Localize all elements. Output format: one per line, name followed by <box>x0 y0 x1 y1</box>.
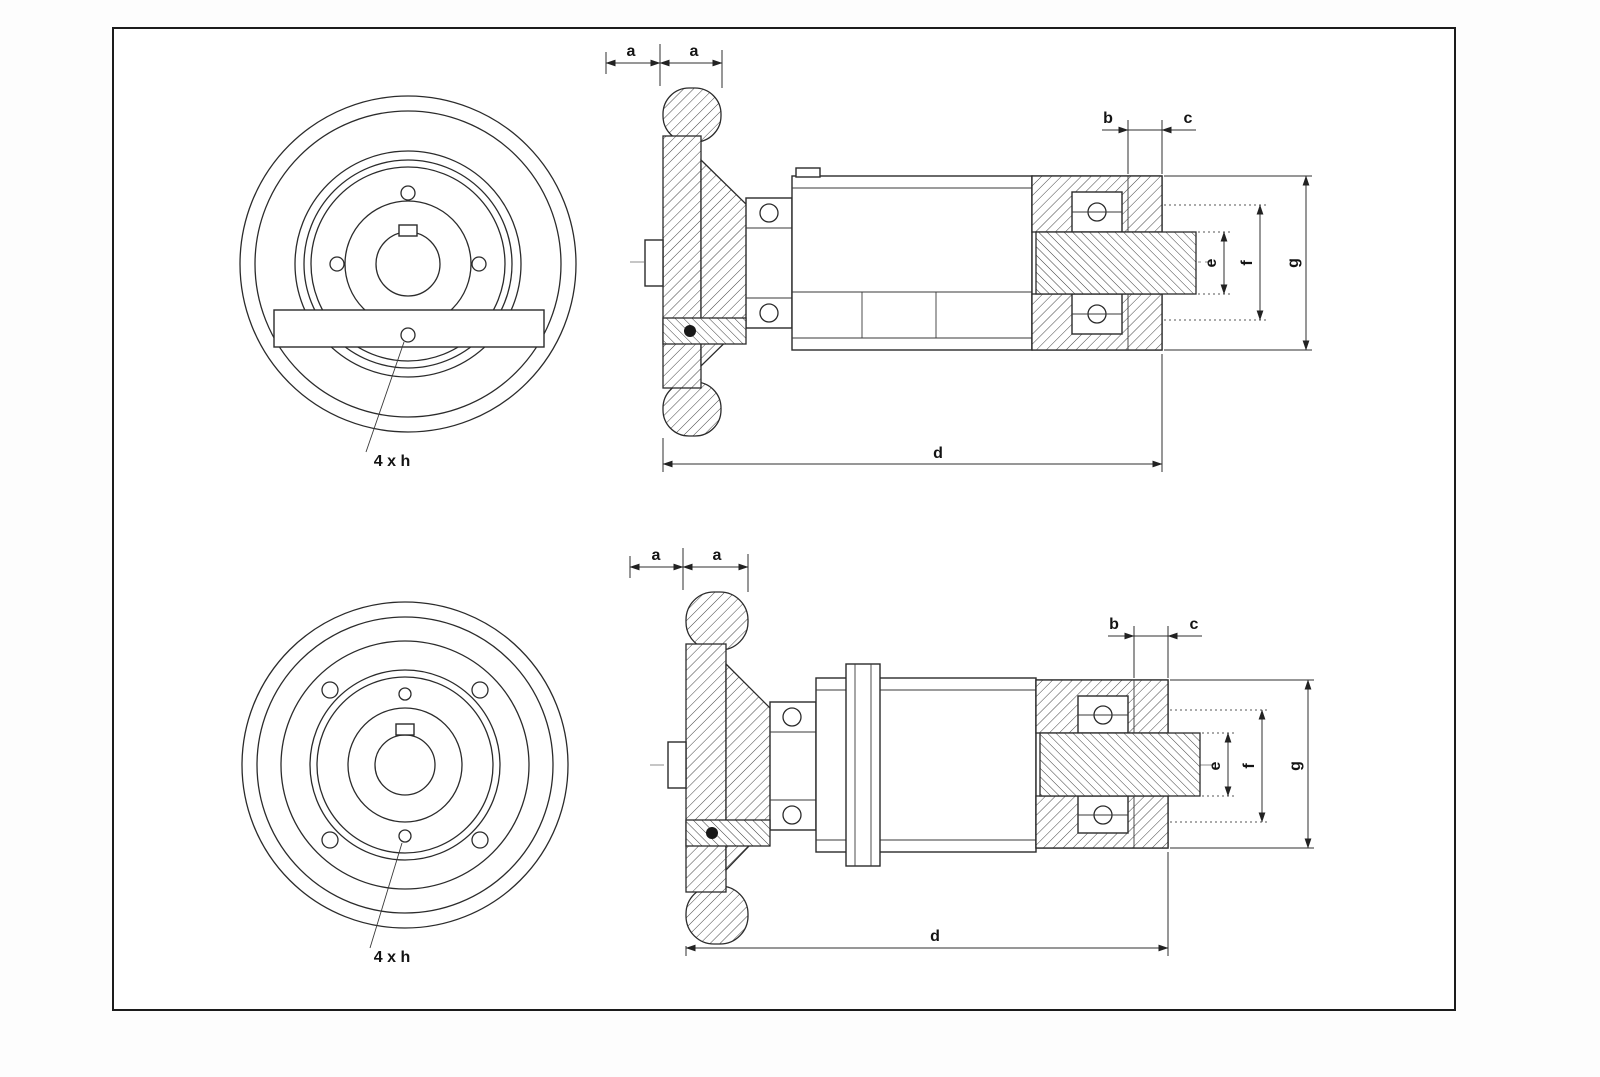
left-boss <box>644 239 664 287</box>
dim-label-a2: a <box>690 43 699 60</box>
bolt-hole-se <box>471 831 489 849</box>
leader-line <box>369 842 403 949</box>
dim-label-a1: a <box>627 43 636 60</box>
flange-disc <box>845 663 881 867</box>
top-flange-assembly <box>644 87 793 437</box>
dim-label-g: g <box>1287 761 1304 771</box>
flange-circle-2 <box>309 669 501 861</box>
set-screw-dot <box>684 325 696 337</box>
bottom-front-view: 4 x h <box>241 601 569 966</box>
dim-label-e: e <box>1207 761 1224 770</box>
bottom-assembly: 4 x h <box>241 547 1314 966</box>
top-section-view: a a b c e f <box>605 43 1312 472</box>
dim-label-d: d <box>930 928 940 945</box>
bolt-hole-right <box>471 256 487 272</box>
clamp-section <box>685 819 771 847</box>
bearing-housing <box>769 701 817 831</box>
clamp-section <box>662 317 747 345</box>
keyway <box>395 723 415 736</box>
bottom-hub-assembly <box>1035 679 1201 849</box>
dim-label-f: f <box>1241 763 1258 769</box>
dim-label-e: e <box>1203 258 1220 267</box>
hole-note: 4 x h <box>374 453 410 470</box>
rim-inner-circle <box>254 110 562 418</box>
outer-rim-circle <box>241 601 569 929</box>
top-front-view: 4 x h <box>239 95 577 470</box>
keyway <box>398 224 418 237</box>
dim-efg-top: e f g <box>1164 175 1312 351</box>
dim-bc-bottom: b c <box>1108 616 1202 678</box>
rim-section-lower <box>662 381 722 437</box>
left-boss <box>667 741 687 789</box>
dim-d-top: d <box>662 354 1163 472</box>
dim-label-b: b <box>1109 616 1119 633</box>
shaft-section <box>1039 732 1201 797</box>
flange-circle-3 <box>316 676 494 854</box>
bolt-hole-sw <box>321 831 339 849</box>
hole-note: 4 x h <box>374 949 410 966</box>
dim-label-a1: a <box>652 547 661 564</box>
bolt-hole-top <box>400 185 416 201</box>
bolt-hole-left <box>329 256 345 272</box>
dim-label-g: g <box>1285 258 1302 268</box>
shaft-section <box>1035 231 1197 295</box>
flange-circle <box>280 640 530 890</box>
rim-section-upper <box>662 87 722 143</box>
bearing-ball-lower <box>759 303 779 323</box>
pin-hole-top <box>398 687 412 701</box>
top-body-cylinder <box>791 167 1033 351</box>
hub-circle <box>347 707 463 823</box>
bottom-body-cylinder <box>815 663 1037 867</box>
rim-inner-circle <box>256 616 554 914</box>
dim-label-d: d <box>933 445 943 462</box>
dim-bc-top: b c <box>1102 110 1196 174</box>
bearing-housing <box>745 197 793 329</box>
sheet-border <box>112 27 1456 1011</box>
cylinder-body <box>791 175 1033 351</box>
dim-label-a2: a <box>713 547 722 564</box>
dim-efg-bottom: e f g <box>1170 679 1314 849</box>
leader-line <box>365 341 405 453</box>
bottom-section-view: a a b c e f <box>629 547 1314 956</box>
flange-circle-3 <box>310 166 506 362</box>
flange-plate <box>685 643 727 893</box>
bearing-ball-upper <box>782 707 802 727</box>
bolt-hole-bottom <box>400 327 416 343</box>
dim-label-c: c <box>1190 616 1199 633</box>
rim-section-lower <box>685 885 749 945</box>
bottom-flange-assembly <box>667 591 817 945</box>
flange-circle-2 <box>303 159 513 369</box>
bearing-top <box>1077 695 1129 734</box>
bearing-bottom <box>1077 795 1129 834</box>
flange-plate <box>662 135 702 389</box>
dim-label-f: f <box>1239 260 1256 266</box>
dim-label-c: c <box>1184 110 1193 127</box>
flange-circle <box>294 150 522 378</box>
cylinder-lip <box>795 167 821 178</box>
bolt-hole-ne <box>471 681 489 699</box>
dim-d-bottom: d <box>685 852 1169 956</box>
bearing-ball-lower <box>782 805 802 825</box>
rim-section-upper <box>685 591 749 651</box>
top-assembly: 4 x h <box>239 43 1312 472</box>
set-screw-dot <box>706 827 718 839</box>
dim-label-b: b <box>1103 110 1113 127</box>
pin-hole-bottom <box>398 829 412 843</box>
bolt-hole-nw <box>321 681 339 699</box>
top-hub-assembly <box>1031 175 1197 351</box>
bearing-ball-upper <box>759 203 779 223</box>
outer-rim-circle <box>239 95 577 433</box>
dim-a-pair-top: a a <box>605 43 723 88</box>
dim-a-pair-bottom: a a <box>629 547 749 592</box>
